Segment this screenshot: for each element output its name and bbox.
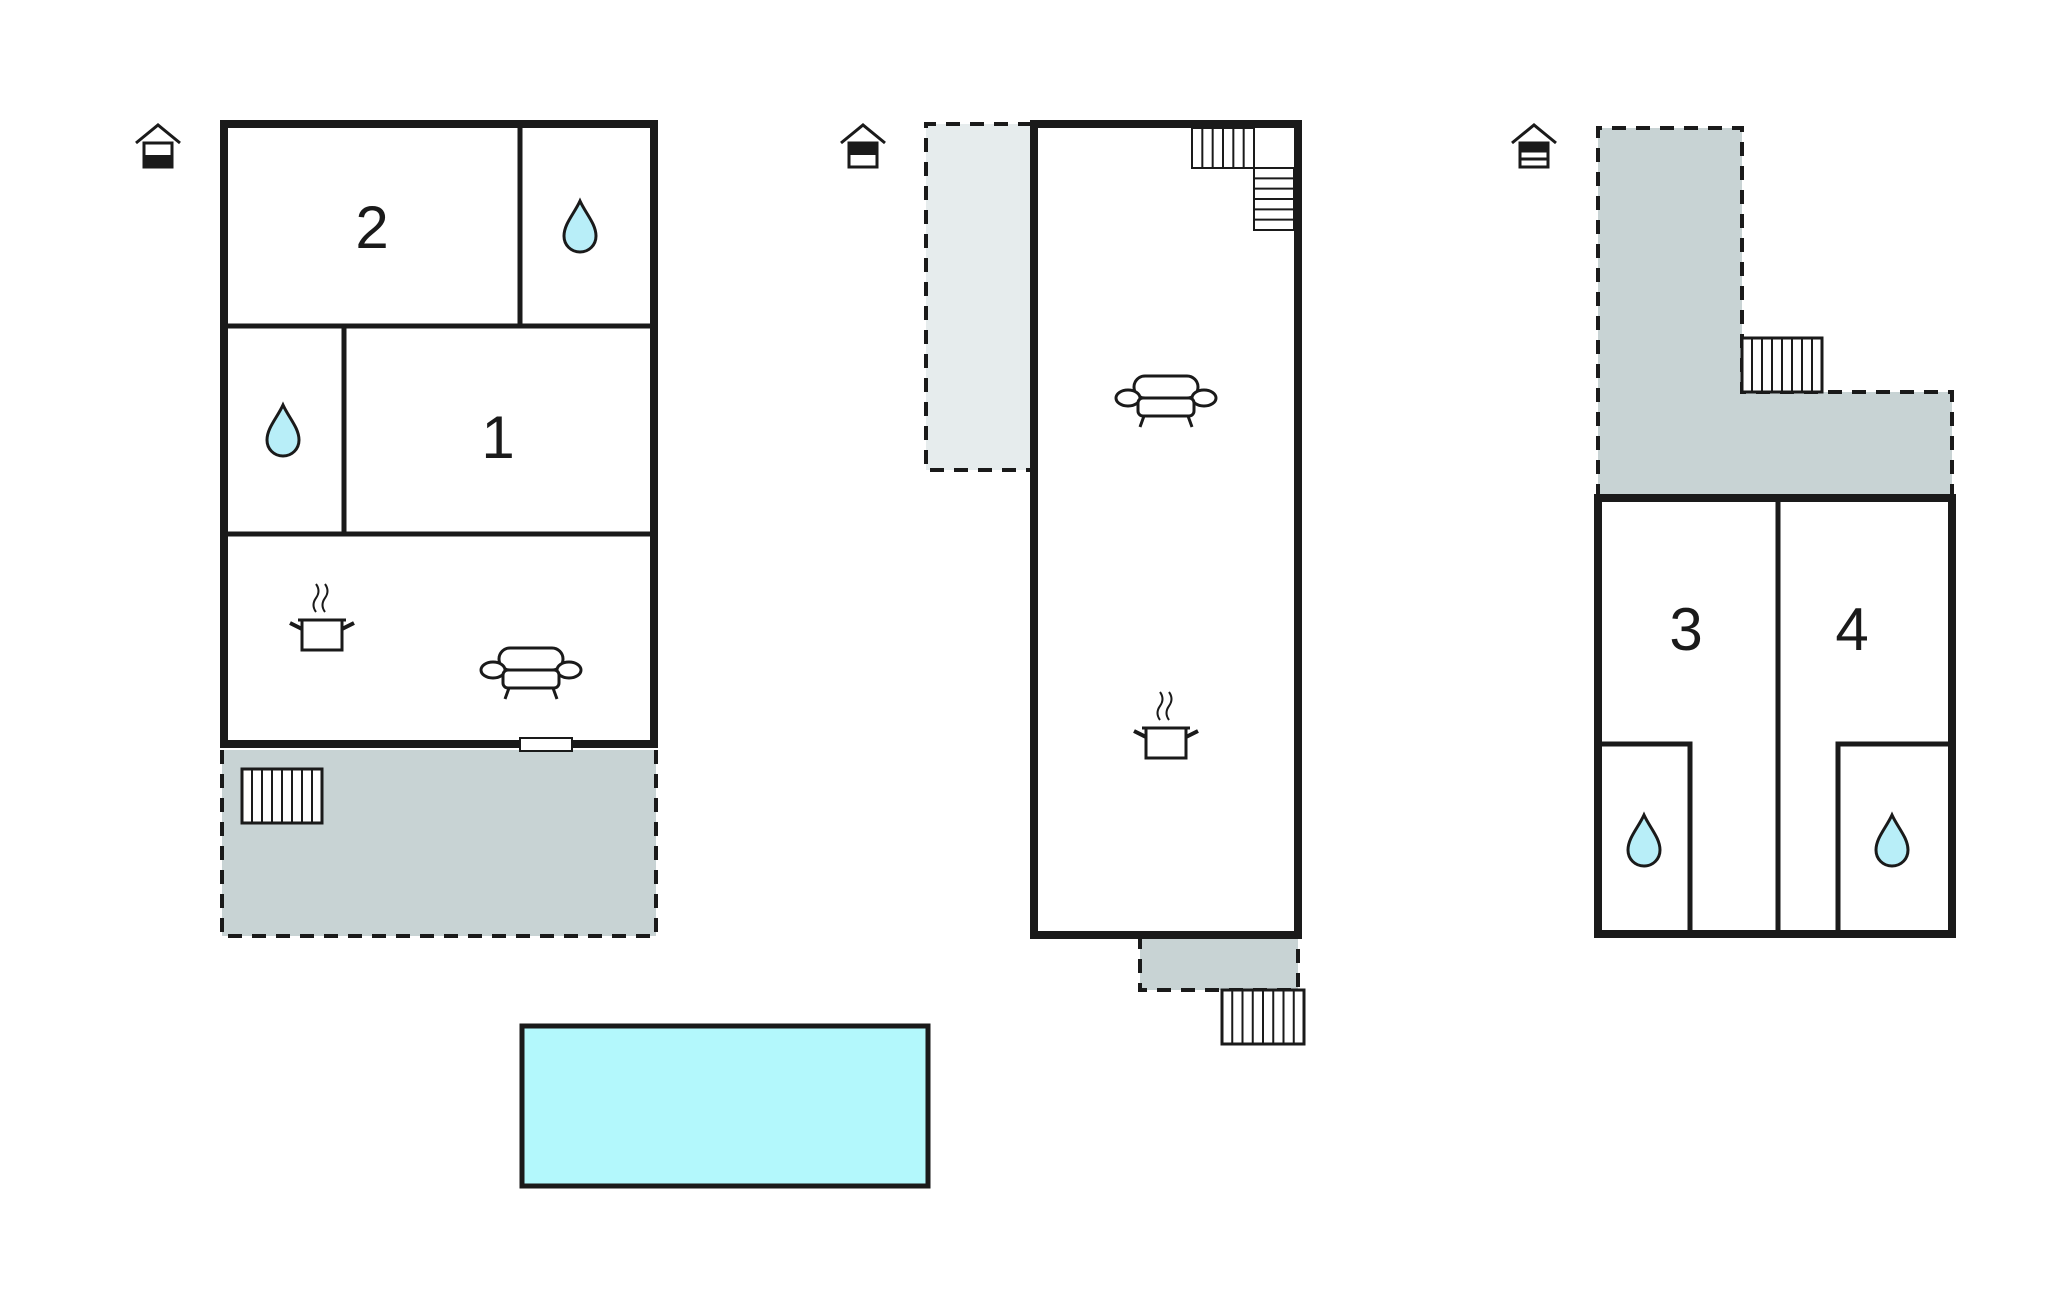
bathroom-drop-icon [562, 199, 598, 254]
kitchen-pot-icon [1132, 690, 1200, 760]
balcony [926, 124, 1032, 470]
stairs-icon [1220, 988, 1306, 1046]
floor-level-icon [134, 123, 182, 169]
roof-terrace [1598, 128, 1952, 498]
bathroom-drop-icon [1626, 813, 1662, 868]
stairs-icon [240, 767, 324, 825]
living-sofa-icon [1114, 374, 1218, 429]
room-label-3: 3 [1669, 596, 1702, 663]
ground-floor: 2 1 [134, 120, 658, 938]
room-label-1: 1 [481, 404, 514, 471]
bathroom-drop-icon [1874, 813, 1910, 868]
bathroom-drop-icon [265, 403, 301, 458]
living-sofa-icon [479, 646, 583, 701]
floor-level-icon [1510, 123, 1558, 169]
swimming-pool [519, 1023, 931, 1189]
room-label-2: 2 [355, 194, 388, 261]
stairs-icon [1740, 336, 1824, 394]
first-floor [839, 120, 1306, 1046]
room-label-4: 4 [1835, 596, 1868, 663]
second-floor: 3 4 [1510, 123, 1956, 938]
landing [1140, 935, 1298, 990]
floor-level-icon [839, 123, 887, 169]
stairs-icon [1191, 127, 1295, 231]
entrance-door [519, 737, 573, 752]
kitchen-pot-icon [288, 582, 356, 652]
